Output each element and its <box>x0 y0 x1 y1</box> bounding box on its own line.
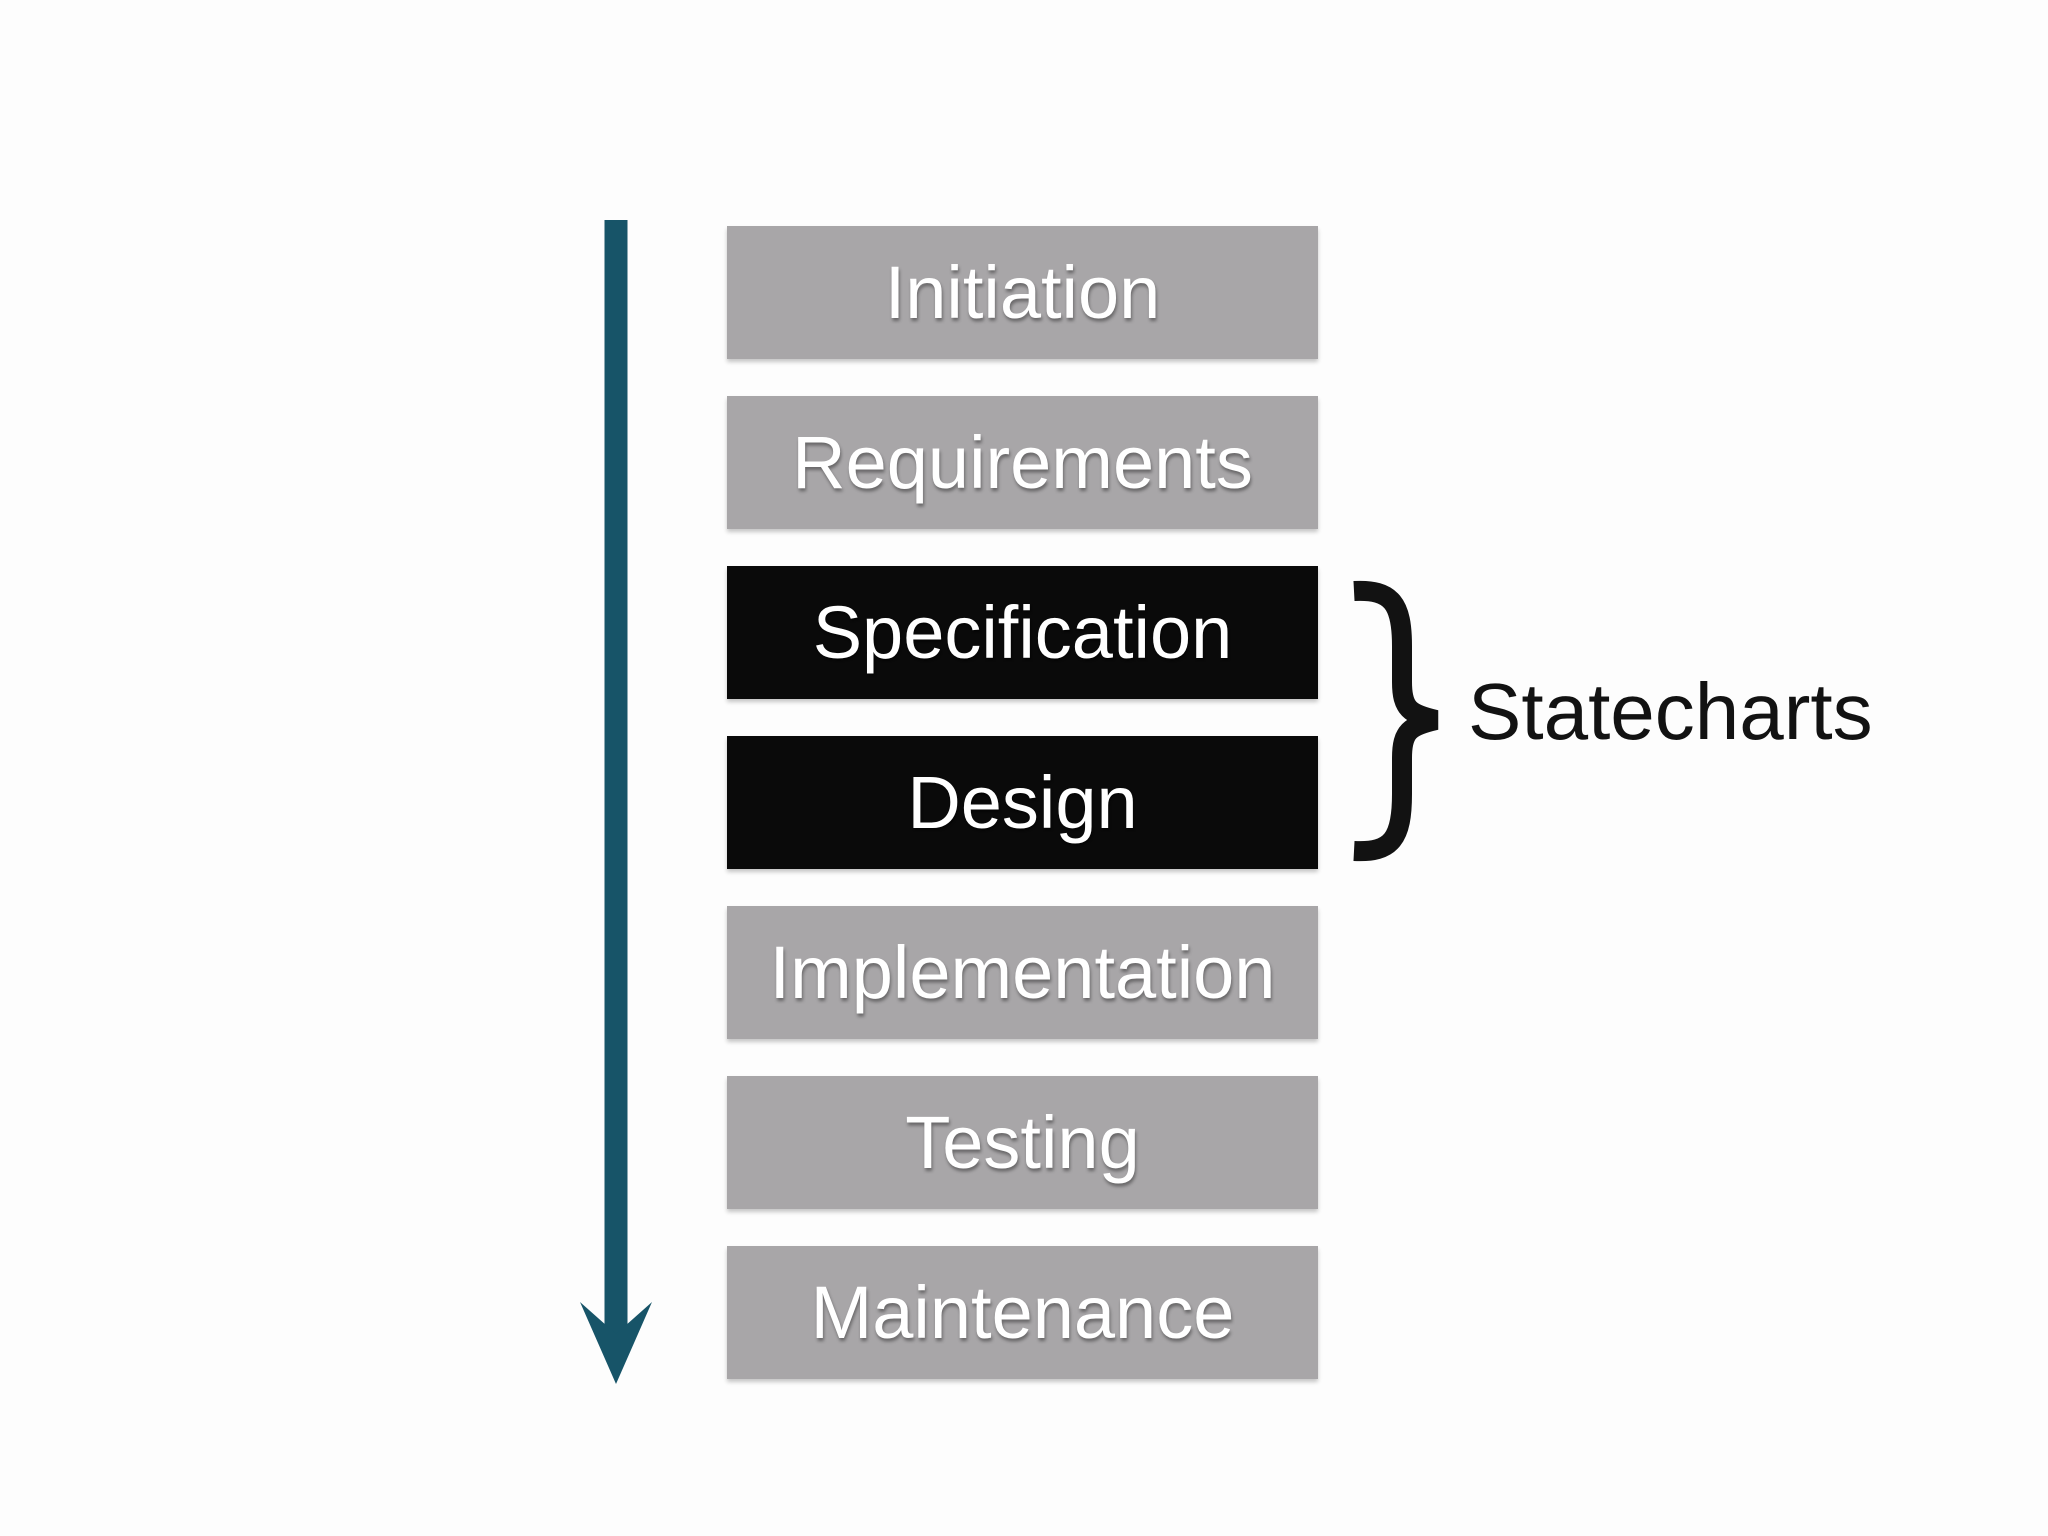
stage-label: Specification <box>812 590 1233 674</box>
stage-label: Implementation <box>769 930 1276 1014</box>
stage-label: Initiation <box>884 250 1161 334</box>
stage-box-design: Design <box>727 736 1318 869</box>
stage-label: Design <box>907 760 1138 844</box>
stage-label: Requirements <box>792 420 1253 504</box>
stage-box-initiation: Initiation <box>727 226 1318 359</box>
stage-label: Testing <box>905 1100 1140 1184</box>
stage-box-requirements: Requirements <box>727 396 1318 529</box>
statecharts-label: Statecharts <box>1468 667 1873 756</box>
stage-box-testing: Testing <box>727 1076 1318 1209</box>
stage-label: Maintenance <box>810 1270 1235 1354</box>
stage-box-specification: Specification <box>727 566 1318 699</box>
stage-box-implementation: Implementation <box>727 906 1318 1039</box>
stage-box-maintenance: Maintenance <box>727 1246 1318 1379</box>
